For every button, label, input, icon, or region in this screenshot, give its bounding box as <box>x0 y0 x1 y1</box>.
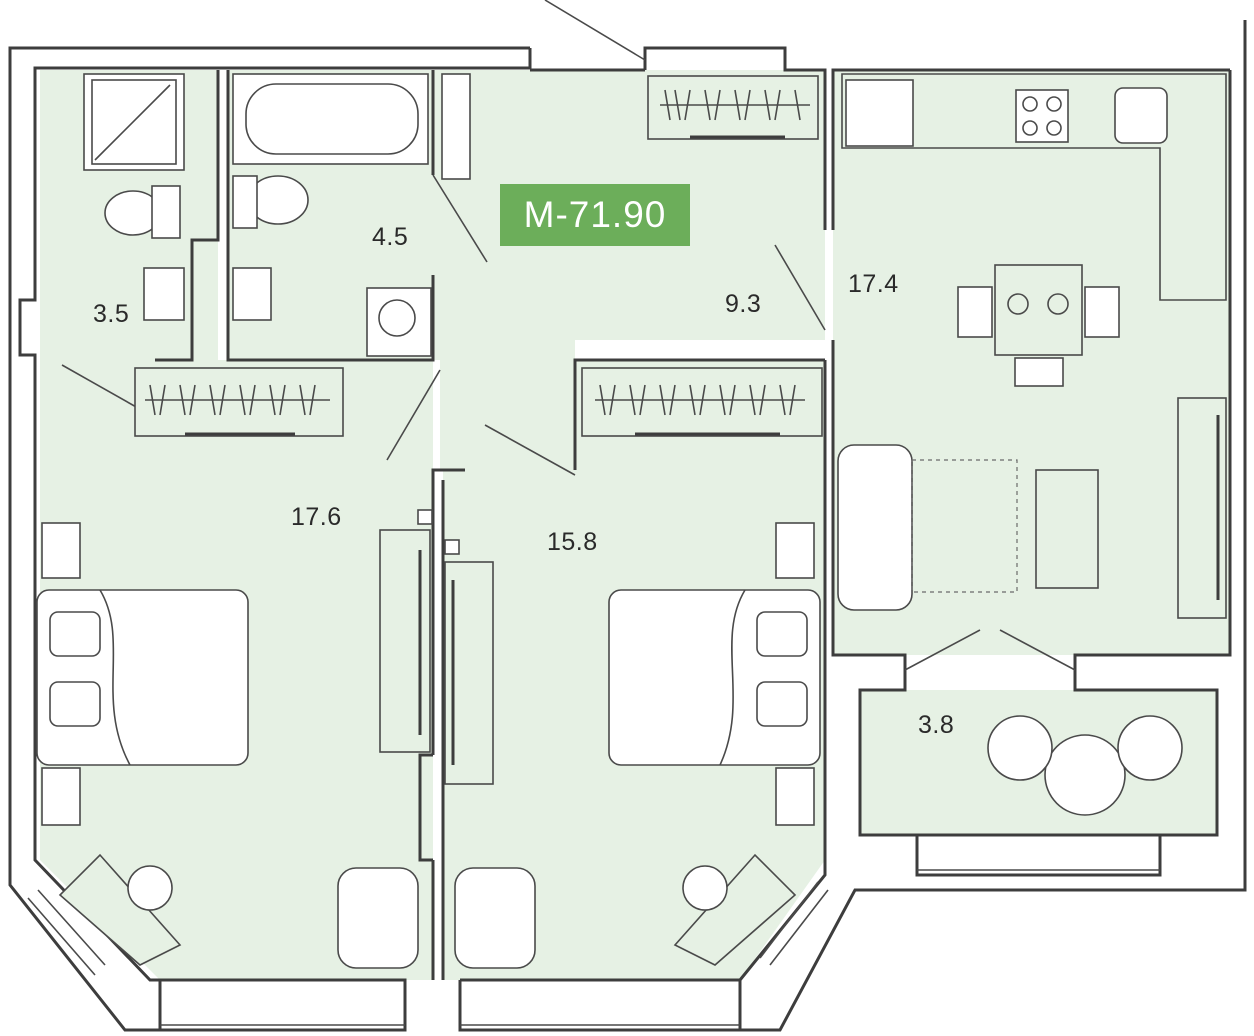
area-label-balcony: 3.8 <box>918 711 955 739</box>
kitchen-sink <box>1114 87 1168 144</box>
wc-sink <box>143 267 185 321</box>
bedroom-right-furniture <box>444 522 821 969</box>
area-label-kitchen-living: 17.4 <box>848 270 899 298</box>
walls <box>8 20 1247 1032</box>
left-closet <box>379 529 431 753</box>
right-armchair <box>454 867 536 969</box>
left-wardrobe <box>134 367 344 437</box>
area-label-bathroom: 4.5 <box>372 223 409 251</box>
wardrobes <box>134 75 823 437</box>
kitchen-fixtures <box>837 73 1227 619</box>
fridge <box>845 79 914 147</box>
hall-wardrobe <box>647 75 819 140</box>
area-label-bedroom-left: 17.6 <box>291 503 342 531</box>
area-label-wc: 3.5 <box>93 300 130 328</box>
balcony-table <box>1044 734 1126 816</box>
coffee-table <box>1035 469 1099 589</box>
left-armchair <box>337 867 419 969</box>
nightstand-bottom <box>41 767 81 826</box>
hob <box>1015 89 1069 143</box>
door-swings <box>61 0 1076 671</box>
balcony-furniture <box>987 715 1183 816</box>
right-desk <box>673 853 797 966</box>
bedroom-left-furniture <box>36 509 433 969</box>
nightstand-top <box>41 522 81 579</box>
apartment-code-badge: M-71.90 <box>500 184 690 246</box>
area-label-hall: 9.3 <box>725 290 762 318</box>
sofa <box>837 444 913 611</box>
bathroom-fixtures <box>232 73 471 357</box>
left-desk <box>58 853 182 966</box>
area-label-bedroom-right: 15.8 <box>547 528 598 556</box>
windows <box>27 881 829 976</box>
dining-table <box>994 264 1083 356</box>
bath-sink <box>232 267 272 321</box>
wc-fixtures <box>83 73 185 321</box>
